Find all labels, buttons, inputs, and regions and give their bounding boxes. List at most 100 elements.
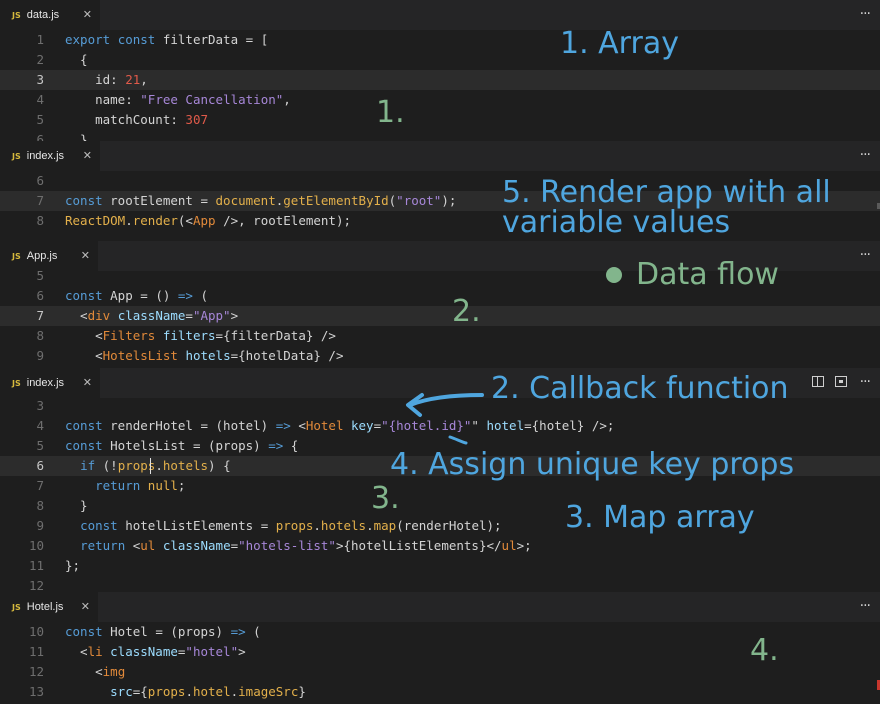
more-actions-icon[interactable]: ··· <box>859 147 871 163</box>
code-token: = (props) <box>155 624 231 639</box>
code-token: HotelsList <box>110 438 193 453</box>
code-token: App <box>192 213 216 228</box>
code-token: = <box>177 644 186 659</box>
tab-hotel-js[interactable]: JS Hotel.js ✕ <box>0 592 98 622</box>
code-line: return null; <box>65 476 185 496</box>
tab-bar: JS index.js ✕ ··· <box>0 368 880 398</box>
code-token: div <box>87 308 118 323</box>
code-token: key <box>351 418 374 433</box>
code-token: matchCount <box>65 112 171 127</box>
code-token: } <box>298 684 306 699</box>
tab-label: index.js <box>26 150 65 162</box>
code-line: <Filters filters={filterData} /> <box>65 326 336 346</box>
code-token: (< <box>177 213 193 228</box>
code-token: render <box>132 213 178 228</box>
code-token: const <box>65 624 111 639</box>
code-line: }; <box>65 556 80 576</box>
code-token: return <box>95 478 148 493</box>
annotation-render-app: 5. Render app with all variable values <box>502 175 831 240</box>
line-number: 13 <box>28 684 44 699</box>
more-actions-icon[interactable]: ··· <box>859 374 871 390</box>
code-line: <img <box>65 662 125 682</box>
code-token: }; <box>65 558 81 573</box>
code-token: imageSrc <box>238 684 299 699</box>
code-line: const Hotel = (props) => ( <box>65 622 261 642</box>
line-number: 6 <box>36 288 44 303</box>
line-number: 5 <box>36 268 44 283</box>
scroll-marker <box>877 680 880 690</box>
code-token: hotel <box>192 684 231 699</box>
code-token: return <box>80 538 133 553</box>
line-number: 10 <box>28 624 44 639</box>
code-token: map <box>373 518 397 533</box>
more-actions-icon[interactable]: ··· <box>859 247 871 263</box>
code-token: >; <box>516 538 532 553</box>
tab-bar: JS Hotel.js ✕ ··· <box>0 592 880 622</box>
code-line: return <ul className="hotels-list">{hote… <box>65 536 532 556</box>
code-token: HotelsList <box>102 348 186 363</box>
code-token: className <box>162 538 231 553</box>
tab-index-js[interactable]: JS index.js ✕ <box>0 141 100 171</box>
line-number: 10 <box>28 538 44 553</box>
code-token: ul <box>501 538 517 553</box>
tab-label: data.js <box>26 9 60 21</box>
code-token: props <box>117 458 156 473</box>
code-token: const <box>80 518 126 533</box>
code-line: const HotelsList = (props) => { <box>65 436 298 456</box>
split-editor-icon[interactable] <box>812 376 824 387</box>
more-actions-icon[interactable]: ··· <box>859 598 871 614</box>
code-token: const <box>65 418 111 433</box>
code-token: ( <box>388 193 397 208</box>
code-token: : <box>170 112 186 127</box>
code-token: props <box>275 518 314 533</box>
close-icon[interactable]: ✕ <box>80 249 90 262</box>
line-number: 12 <box>28 578 44 592</box>
code-token: . <box>125 213 133 228</box>
code-token: ={filterData} /> <box>215 328 336 343</box>
code-token: Hotel <box>110 624 156 639</box>
editor-pane-hotel-js: JS Hotel.js ✕ ··· 10 const Hotel = (props… <box>0 592 880 704</box>
line-number: 11 <box>28 644 44 659</box>
code-token: img <box>102 664 126 679</box>
annotation-step-2: 2. <box>452 294 481 329</box>
code-token: src <box>110 684 133 699</box>
code-token: . <box>313 518 321 533</box>
code-token: id <box>65 72 111 87</box>
code-token: "App" <box>192 308 231 323</box>
code-line: src={props.hotel.imageSrc} <box>65 682 306 702</box>
more-actions-icon[interactable]: ··· <box>859 6 871 22</box>
code-token: = <box>260 518 276 533</box>
js-file-icon: JS <box>12 378 21 388</box>
code-token: . <box>155 458 163 473</box>
line-number: 5 <box>36 112 44 127</box>
open-preview-icon[interactable] <box>835 376 847 387</box>
code-line: id: 21, <box>65 70 148 90</box>
code-token: { <box>65 52 88 67</box>
code-token: hotelListElements <box>125 518 261 533</box>
code-line: }, <box>65 130 95 141</box>
close-icon[interactable]: ✕ <box>82 376 92 389</box>
code-token <box>65 458 80 473</box>
close-icon[interactable]: ✕ <box>80 600 90 613</box>
close-icon[interactable]: ✕ <box>82 149 92 162</box>
tab-bar: JS index.js ✕ ··· <box>0 141 880 171</box>
close-icon[interactable]: ✕ <box>82 8 92 21</box>
code-token: < <box>65 328 103 343</box>
code-token: const <box>65 438 111 453</box>
line-number: 3 <box>36 398 44 413</box>
tab-label: index.js <box>26 377 65 389</box>
code-token: = <box>200 193 216 208</box>
tab-bar: JS data.js ✕ ··· <box>0 0 880 30</box>
tab-index-js[interactable]: JS index.js ✕ <box>0 368 100 398</box>
tab-label: Hotel.js <box>26 601 64 613</box>
code-token: => <box>275 418 299 433</box>
code-line: const App = () => ( <box>65 286 208 306</box>
line-number: 7 <box>36 478 44 493</box>
code-token: < <box>65 664 103 679</box>
tab-data-js[interactable]: JS data.js ✕ <box>0 0 100 30</box>
line-number: 11 <box>28 558 44 573</box>
annotation-step-1: 1. <box>376 95 405 130</box>
code-token <box>65 684 110 699</box>
tab-app-js[interactable]: JS App.js ✕ <box>0 241 98 271</box>
